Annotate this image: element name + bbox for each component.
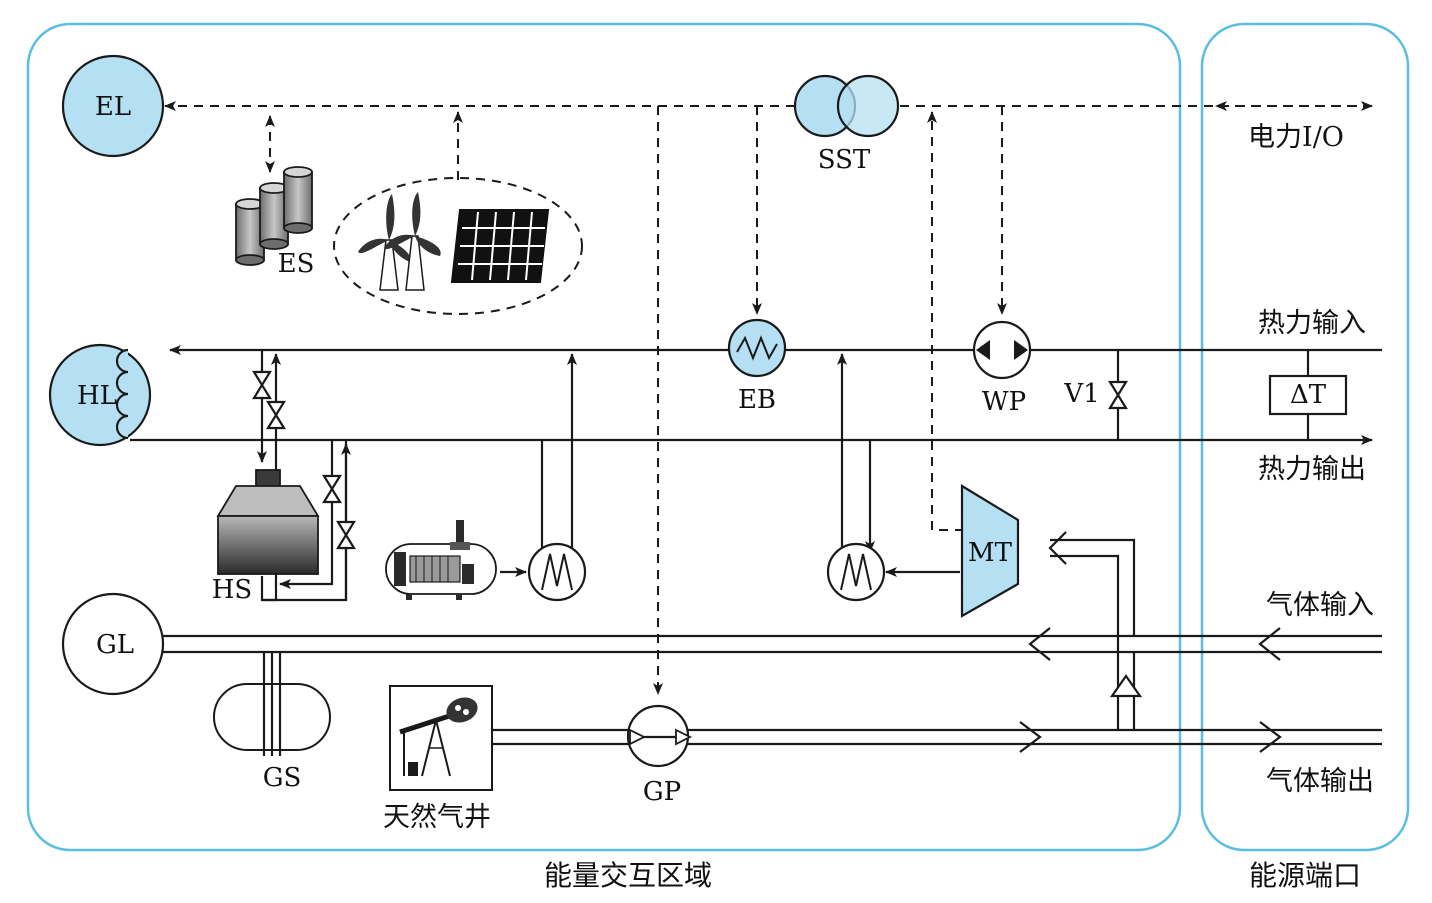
heat-load[interactable]: HL xyxy=(48,343,152,447)
el-label: EL xyxy=(95,92,131,122)
heat-input-label: 热力输入 xyxy=(1258,308,1366,339)
delta-t-sensor[interactable]: ΔT xyxy=(1268,374,1348,416)
electric-load[interactable]: EL xyxy=(61,54,165,158)
water-pump[interactable]: WP xyxy=(972,320,1032,417)
electric-bus xyxy=(164,101,1373,695)
well-label: 天然气井 xyxy=(383,802,491,833)
wind-turbine-icon xyxy=(358,192,441,291)
micro-turbine[interactable]: MT xyxy=(960,484,1020,618)
heat-exchanger-1[interactable] xyxy=(527,542,587,602)
electric-boiler[interactable]: EB xyxy=(727,318,787,415)
gas-input-label: 气体输入 xyxy=(1266,590,1374,621)
heat-storage-tank[interactable]: HS xyxy=(212,469,320,605)
heat-output-label: 热力输出 xyxy=(1258,454,1366,485)
gas-output-label: 气体输出 xyxy=(1266,766,1374,797)
gas-well-icon[interactable]: 天然气井 xyxy=(383,685,493,833)
power-io-label: 电力I/O xyxy=(1248,122,1344,153)
mt-label: MT xyxy=(968,538,1013,568)
gs-label: GS xyxy=(263,763,302,793)
heat-exchanger-2[interactable] xyxy=(826,542,886,602)
solid-state-transformer[interactable]: SST xyxy=(793,74,900,175)
valve-v1[interactable]: V1 xyxy=(1063,379,1128,410)
gas-storage[interactable]: GS xyxy=(213,683,331,793)
energy-port-region xyxy=(1200,22,1410,852)
hl-label: HL xyxy=(77,381,117,411)
interaction-region-label: 能量交互区域 xyxy=(544,859,712,892)
dt-label: ΔT xyxy=(1290,380,1327,410)
battery-storage-icon[interactable]: ES xyxy=(235,166,315,279)
solar-panel-icon xyxy=(450,209,550,283)
eb-label: EB xyxy=(738,385,776,415)
gas-boiler-icon[interactable] xyxy=(385,520,497,600)
es-label: ES xyxy=(278,249,315,279)
wp-label: WP xyxy=(982,387,1026,417)
port-region-label: 能源端口 xyxy=(1249,859,1361,892)
gas-compressor[interactable]: GP xyxy=(626,704,693,807)
gp-label: GP xyxy=(643,777,681,807)
gl-label: GL xyxy=(96,630,134,660)
hs-valves[interactable] xyxy=(252,370,356,550)
gas-load[interactable]: GL xyxy=(61,592,165,696)
renewables-group[interactable] xyxy=(333,177,583,315)
v1-label: V1 xyxy=(1063,379,1099,409)
hs-label: HS xyxy=(212,575,253,605)
sst-label: SST xyxy=(818,145,871,175)
energy-interaction-region xyxy=(26,22,1182,852)
